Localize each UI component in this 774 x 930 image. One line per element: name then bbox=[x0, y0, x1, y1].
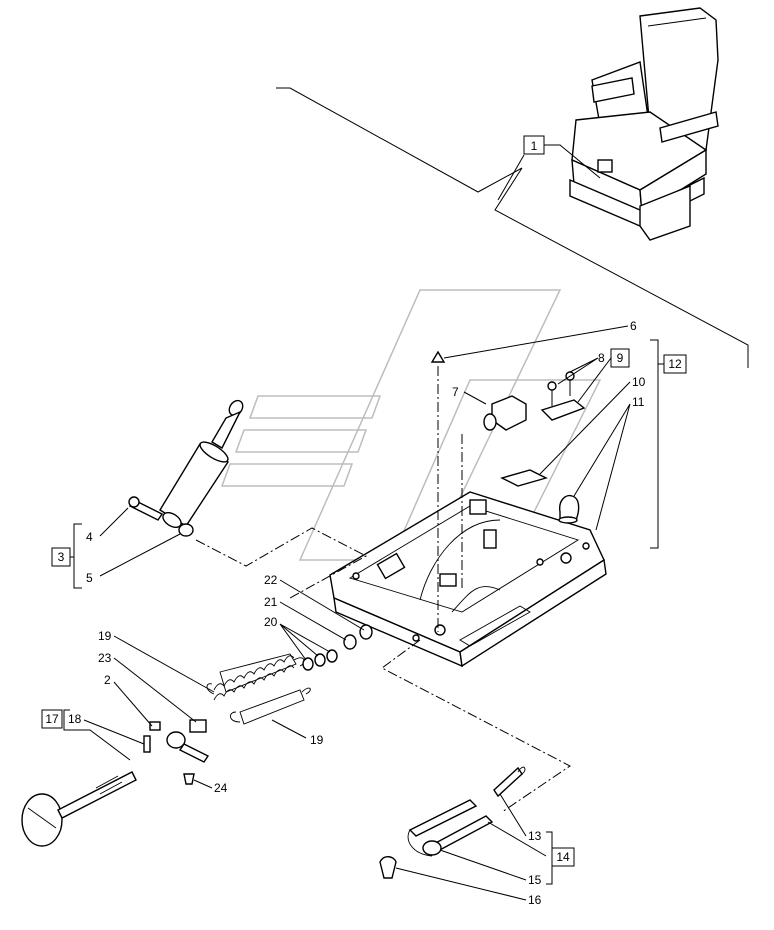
callout-21[interactable]: 21 bbox=[264, 595, 278, 609]
callout-5[interactable]: 5 bbox=[86, 571, 93, 585]
spring-lower bbox=[230, 687, 311, 725]
callout-12[interactable]: 12 bbox=[650, 339, 687, 549]
leader-18 bbox=[83, 719, 145, 745]
callout-2[interactable]: 2 bbox=[104, 673, 111, 687]
dash-leader-damper bbox=[195, 527, 368, 599]
leader-21 bbox=[279, 601, 347, 641]
callout-22[interactable]: 22 bbox=[264, 573, 278, 587]
callout-24[interactable]: 24 bbox=[214, 781, 228, 795]
svg-text:3: 3 bbox=[58, 550, 65, 564]
callout-6[interactable]: 6 bbox=[630, 319, 637, 333]
callout-1[interactable]: 1 bbox=[497, 135, 601, 201]
svg-text:12: 12 bbox=[668, 357, 682, 371]
callout-15[interactable]: 15 bbox=[528, 873, 542, 887]
callout-10[interactable]: 10 bbox=[632, 375, 646, 389]
leader-13 bbox=[499, 793, 527, 837]
leader-22 bbox=[279, 579, 365, 631]
callout-18[interactable]: 18 bbox=[68, 712, 82, 726]
leader-16 bbox=[395, 867, 527, 901]
bracket-7 bbox=[461, 395, 527, 590]
callout-16[interactable]: 16 bbox=[528, 893, 542, 907]
callout-14[interactable]: 14 bbox=[487, 821, 575, 885]
group-separator-line bbox=[276, 87, 749, 368]
pin-6 bbox=[430, 350, 446, 632]
leader-19-lower bbox=[271, 719, 307, 739]
leader-20 bbox=[279, 623, 331, 661]
damper bbox=[128, 399, 244, 537]
pad-10 bbox=[500, 469, 548, 487]
callout-3-group[interactable]: 3 bbox=[51, 523, 82, 589]
seat-assembly bbox=[569, 7, 719, 241]
leader-23 bbox=[113, 657, 197, 723]
callout-17[interactable]: 17 bbox=[41, 709, 131, 761]
screws-8 bbox=[547, 371, 575, 406]
callout-23[interactable]: 23 bbox=[98, 651, 112, 665]
clip-parts bbox=[149, 719, 210, 785]
plate-9 bbox=[540, 399, 586, 421]
callout-11[interactable]: 11 bbox=[632, 395, 645, 409]
base-plate bbox=[329, 491, 607, 668]
callout-4[interactable]: 4 bbox=[86, 530, 93, 544]
leader-6 bbox=[443, 325, 629, 359]
washers bbox=[302, 624, 373, 671]
leader-24 bbox=[193, 779, 213, 789]
callout-7[interactable]: 7 bbox=[452, 385, 459, 399]
leader-15 bbox=[439, 849, 527, 881]
leader-7 bbox=[463, 391, 487, 405]
dash-leader-lever bbox=[381, 639, 571, 813]
leader-11 bbox=[573, 403, 631, 531]
callout-19-upper[interactable]: 19 bbox=[98, 629, 112, 643]
leader-10 bbox=[539, 381, 631, 475]
callout-8[interactable]: 8 bbox=[598, 351, 605, 365]
svg-text:17: 17 bbox=[45, 712, 59, 726]
svg-text:14: 14 bbox=[556, 850, 570, 864]
callout-9[interactable]: 9 bbox=[577, 348, 630, 403]
spring-upper bbox=[206, 653, 305, 701]
adjust-knob bbox=[21, 735, 151, 847]
leader-8 bbox=[557, 357, 599, 385]
svg-text:9: 9 bbox=[617, 351, 624, 365]
callout-13[interactable]: 13 bbox=[528, 829, 542, 843]
callout-20[interactable]: 20 bbox=[264, 615, 278, 629]
leader-19-upper bbox=[113, 635, 215, 693]
leader-5 bbox=[99, 533, 181, 577]
callout-19-lower[interactable]: 19 bbox=[310, 733, 324, 747]
leader-2 bbox=[113, 681, 153, 727]
bumper-11 bbox=[558, 494, 580, 524]
leader-4 bbox=[99, 507, 129, 537]
lever-assembly bbox=[379, 766, 526, 879]
svg-text:1: 1 bbox=[531, 139, 538, 153]
